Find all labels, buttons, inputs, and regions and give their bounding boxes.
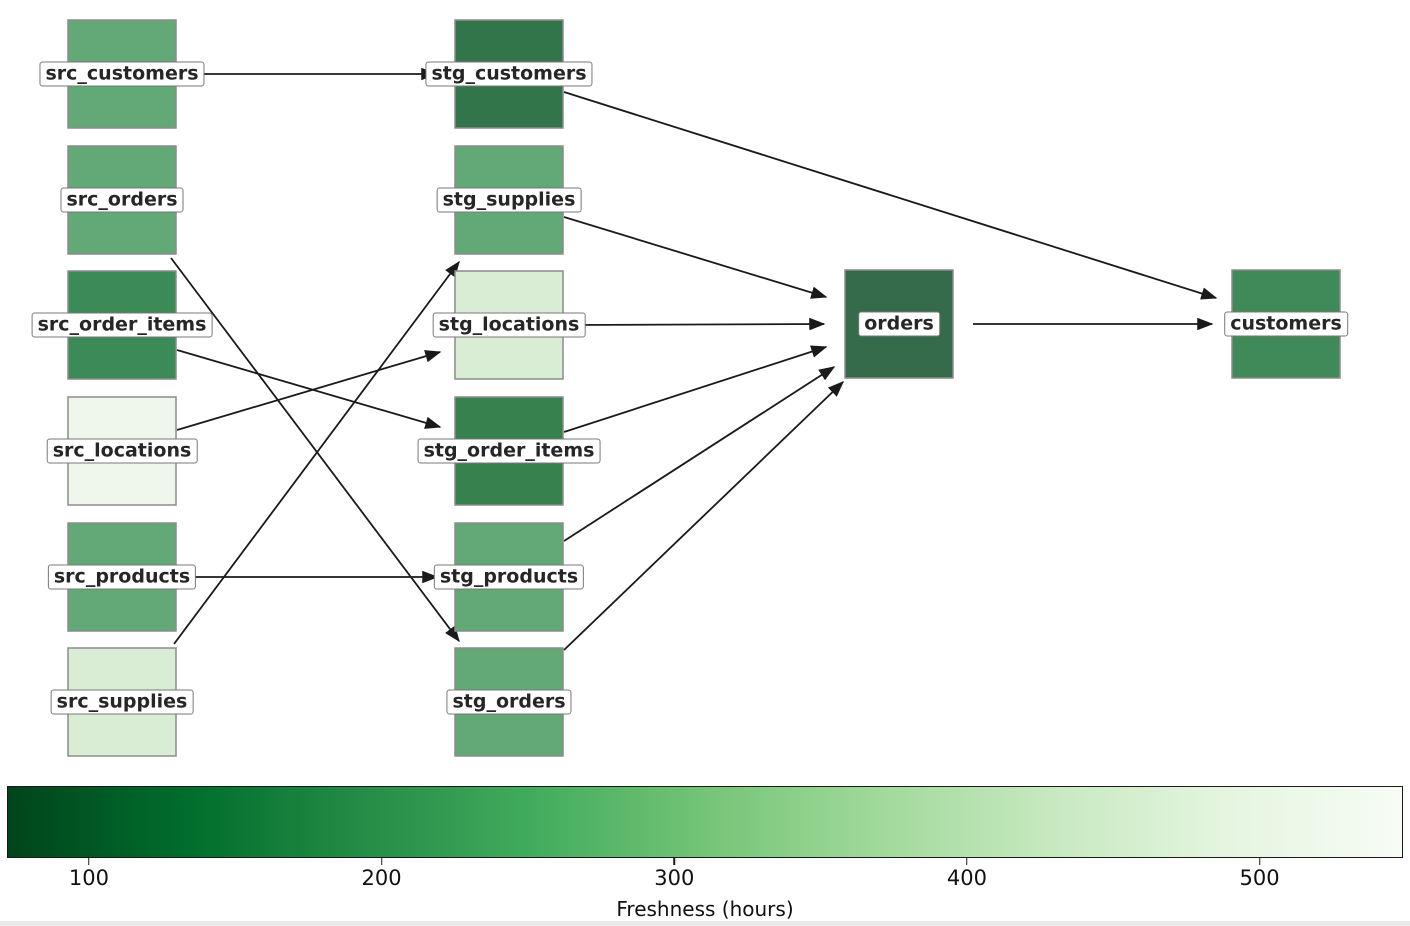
edge-stg-customers-to-customers	[563, 91, 1218, 300]
colorbar-tick-mark-300	[673, 858, 676, 865]
freshness-colorbar	[7, 786, 1403, 858]
colorbar-tick-mark-100	[88, 858, 90, 865]
colorbar-tick-label-200: 200	[361, 866, 402, 890]
node-label-src-order-items: src_order_items	[31, 312, 213, 338]
edge-stg-supplies-to-orders	[563, 216, 828, 299]
node-label-orders: orders	[858, 311, 940, 337]
colorbar-tick-mark-200	[380, 858, 383, 865]
edge-stg-products-to-orders	[563, 366, 836, 542]
colorbar-tick-label-300: 300	[654, 866, 695, 890]
figure-bottom-edge	[0, 921, 1410, 926]
edge-src-supplies-to-stg-supplies	[173, 260, 460, 645]
nodes-layer	[67, 19, 1341, 757]
colorbar-tick-label-100: 100	[68, 866, 109, 890]
edge-stg-orders-to-orders	[563, 381, 845, 651]
graph-canvas	[67, 19, 1341, 757]
node-label-customers: customers	[1224, 311, 1348, 337]
edges-layer	[170, 67, 1218, 651]
node-label-stg-orders: stg_orders	[446, 689, 572, 715]
node-label-src-products: src_products	[47, 564, 197, 590]
edge-stg-order-items-to-orders	[563, 345, 828, 433]
colorbar-tick-label-400: 400	[946, 866, 987, 890]
colorbar-tick-mark-500	[1258, 858, 1261, 865]
colorbar-tick-label-500: 500	[1239, 866, 1280, 890]
node-label-src-supplies: src_supplies	[50, 689, 194, 715]
edge-src-order-items-to-stg-order-items	[176, 349, 442, 429]
colorbar-axis-label: Freshness (hours)	[616, 897, 794, 921]
node-label-stg-customers: stg_customers	[425, 61, 593, 87]
edge-stg-locations-to-orders	[574, 317, 826, 331]
colorbar-tick-mark-400	[966, 858, 968, 865]
node-label-stg-supplies: stg_supplies	[436, 187, 582, 213]
node-label-stg-products: stg_products	[433, 564, 585, 590]
node-label-stg-locations: stg_locations	[432, 312, 586, 338]
node-label-src-locations: src_locations	[46, 438, 198, 464]
node-label-src-customers: src_customers	[39, 61, 205, 87]
edge-src-orders-to-stg-orders	[170, 257, 460, 643]
node-label-stg-order-items: stg_order_items	[417, 438, 601, 464]
node-label-src-orders: src_orders	[60, 187, 184, 213]
edge-src-locations-to-stg-locations	[176, 350, 442, 431]
